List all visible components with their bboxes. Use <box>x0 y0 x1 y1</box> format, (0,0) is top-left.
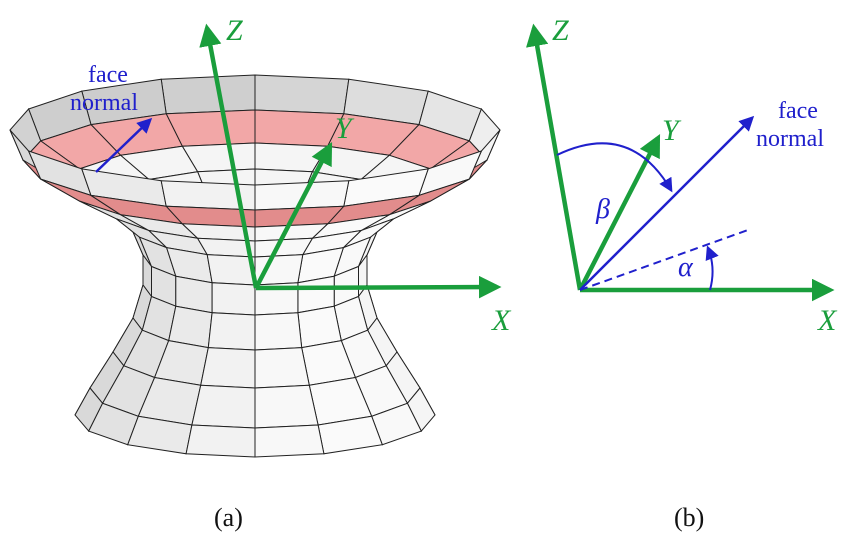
beta-arc <box>556 142 673 193</box>
caption-b: (b) <box>674 503 704 532</box>
mesh-face <box>207 312 256 351</box>
panel-a-axes <box>199 23 502 299</box>
b-z-axis <box>526 23 583 291</box>
b-face-normal-arrow <box>579 115 755 291</box>
a-z-axis <box>199 23 259 289</box>
mesh-face <box>254 384 319 429</box>
mesh-face <box>254 347 310 389</box>
b-z-label: Z <box>552 14 569 47</box>
a-normal-label-line1: face <box>88 62 128 88</box>
mesh-face <box>185 424 256 458</box>
beta-label: β <box>595 194 610 225</box>
caption-a: (a) <box>214 503 243 532</box>
a-z-label: Z <box>226 14 243 47</box>
mesh-face <box>200 347 256 389</box>
mesh-face <box>160 74 256 115</box>
b-y-label: Y <box>662 114 682 147</box>
a-x-axis <box>255 275 502 299</box>
mesh-face <box>191 384 256 429</box>
alpha-label: α <box>678 252 694 283</box>
a-y-axis <box>254 142 333 290</box>
a-face-normal-arrow <box>95 117 153 173</box>
panel-b-axes <box>526 23 835 302</box>
mesh-face <box>254 74 350 115</box>
b-x-label: X <box>817 304 838 337</box>
mesh-face <box>206 254 256 286</box>
mesh-face <box>254 312 303 351</box>
a-normal-label-line2: normal <box>70 90 138 116</box>
b-normal-label-line2: normal <box>756 126 824 152</box>
a-x-label: X <box>491 304 512 337</box>
b-normal-label-line1: face <box>778 98 818 124</box>
b-projection-dashed <box>579 229 749 291</box>
mesh-face <box>254 424 325 458</box>
hyperboloid-mesh <box>9 74 501 458</box>
b-y-axis <box>577 133 661 292</box>
alpha-arc <box>705 245 719 291</box>
mesh-face <box>211 282 256 316</box>
a-y-label: Y <box>335 112 355 145</box>
